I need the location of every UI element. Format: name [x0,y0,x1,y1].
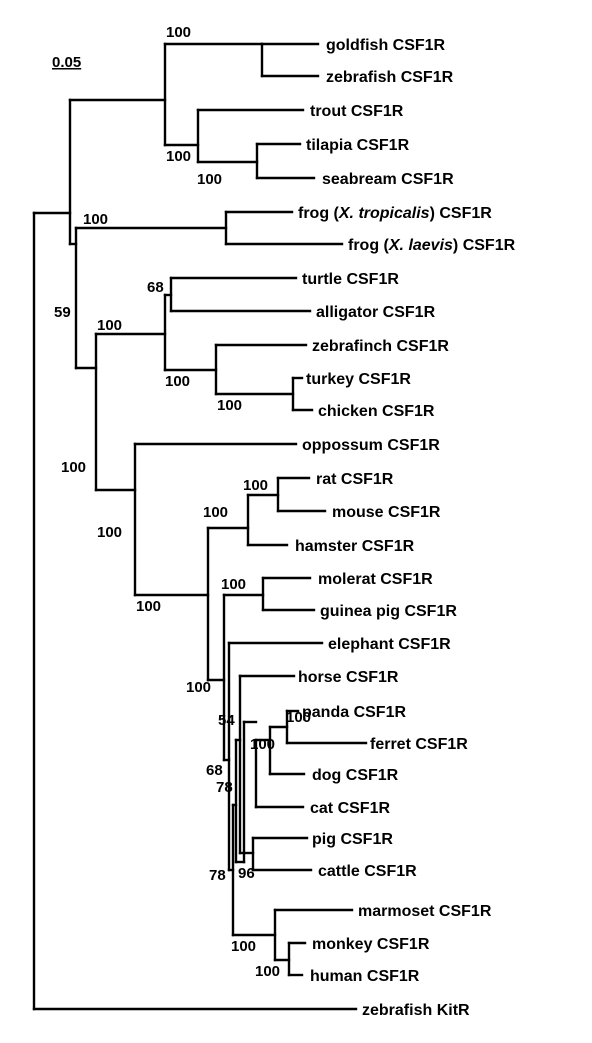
taxon-label-goldfish-text: goldfish CSF1R [326,37,446,54]
bootstrap-birds: 100 [165,373,190,390]
bootstrap-eutherian-sub: 100 [186,679,211,696]
taxon-label-turtle-text: turtle CSF1R [302,271,399,288]
taxon-label-horse: horse CSF1R [298,669,399,686]
taxon-label-turkey: turkey CSF1R [306,371,411,388]
bootstrap-labels: 100 100 100 100 59 100 68 100 100 100 100 100 100 100… [54,24,311,980]
taxon-label-horse-text: horse CSF1R [298,669,399,686]
bootstrap-mammal: 100 [97,524,122,541]
bootstrap-amniote: 100 [61,459,86,476]
taxon-label-goldfish: goldfish CSF1R [326,37,446,54]
bootstrap-laurasiatheria-b: 78 [216,779,233,796]
taxon-label-guinea-pig-text: guinea pig CSF1R [320,603,457,620]
taxon-label-chicken-text: chicken CSF1R [318,403,435,420]
taxon-label-dog: dog CSF1R [312,767,399,784]
bootstrap-pig-cattle: 96 [238,865,255,882]
taxon-label-seabream: seabream CSF1R [322,171,454,188]
taxon-label-molerat: molerat CSF1R [318,571,433,588]
bootstrap-rat-mouse: 100 [243,477,268,494]
taxon-label-dog-text: dog CSF1R [312,767,399,784]
bootstrap-panda-ferret: 100 [286,709,311,726]
bootstrap-rodent: 100 [203,504,228,521]
bootstrap-horse-carnivore: 54 [218,712,235,729]
bootstrap-frog: 100 [83,211,108,228]
taxon-label-marmoset-text: marmoset CSF1R [358,903,492,920]
bootstrap-laurasiatheria-a: 68 [206,762,223,779]
bootstrap-turtle-alligator: 68 [147,279,164,296]
taxon-label-frog-laevis-species: X. laevis [388,237,453,254]
taxon-label-cattle-text: cattle CSF1R [318,863,417,880]
taxon-label-elephant: elephant CSF1R [328,636,451,653]
bootstrap-tetrapod: 59 [54,304,71,321]
taxon-label-tilapia: tilapia CSF1R [306,137,410,154]
taxon-label-alligator-text: alligator CSF1R [316,304,436,321]
taxon-label-monkey-text: monkey CSF1R [312,936,430,953]
taxon-label-molerat-text: molerat CSF1R [318,571,433,588]
taxon-label-ferret-text: ferret CSF1R [370,736,468,753]
bootstrap-boreo: 78 [209,867,226,884]
taxon-labels: goldfish CSF1R zebrafish CSF1R trout CSF1R… [295,37,516,1019]
taxon-label-oppossum-text: oppossum CSF1R [302,437,440,454]
bootstrap-fish-clade: 100 [166,24,191,41]
taxon-label-zebrafish: zebrafish CSF1R [326,69,454,86]
taxon-label-zebrafish-kitr-text: zebrafish KitR [362,1002,470,1019]
taxon-label-pig-text: pig CSF1R [312,831,393,848]
taxon-label-rat-text: rat CSF1R [316,471,394,488]
taxon-label-alligator: alligator CSF1R [316,304,436,321]
taxon-label-cat: cat CSF1R [310,800,390,817]
taxon-label-mouse-text: mouse CSF1R [332,504,441,521]
taxon-label-chicken: chicken CSF1R [318,403,435,420]
taxon-label-tilapia-text: tilapia CSF1R [306,137,410,154]
bootstrap-primates: 100 [231,938,256,955]
bootstrap-hystricomorph: 100 [221,576,246,593]
bootstrap-carnivore-sub: 100 [250,736,275,753]
taxon-label-trout-text: trout CSF1R [310,103,404,120]
taxon-label-frog-tropicalis-suffix: ) CSF1R [430,205,493,222]
taxon-label-zebrafish-kitr: zebrafish KitR [362,1002,470,1019]
taxon-label-seabream-text: seabream CSF1R [322,171,454,188]
bootstrap-eutherian: 100 [136,598,161,615]
tree-branches [32,42,368,1011]
taxon-label-cat-text: cat CSF1R [310,800,390,817]
taxon-label-human: human CSF1R [310,968,420,985]
taxon-label-hamster-text: hamster CSF1R [295,538,415,555]
taxon-label-monkey: monkey CSF1R [312,936,430,953]
taxon-label-cattle: cattle CSF1R [318,863,417,880]
taxon-label-rat: rat CSF1R [316,471,394,488]
taxon-label-hamster: hamster CSF1R [295,538,415,555]
taxon-label-human-text: human CSF1R [310,968,420,985]
bootstrap-trout-perciform: 100 [166,148,191,165]
taxon-label-trout: trout CSF1R [310,103,404,120]
bootstrap-galliform: 100 [217,397,242,414]
taxon-label-zebrafish-text: zebrafish CSF1R [326,69,454,86]
taxon-label-frog-laevis: frog (X. laevis) CSF1R [348,237,516,254]
taxon-label-frog-tropicalis-species: X. tropicalis [338,205,430,222]
taxon-label-guinea-pig: guinea pig CSF1R [320,603,457,620]
taxon-label-zebrafinch: zebrafinch CSF1R [312,338,449,355]
taxon-label-marmoset: marmoset CSF1R [358,903,492,920]
taxon-label-mouse: mouse CSF1R [332,504,441,521]
bootstrap-reptile-bird: 100 [97,317,122,334]
scale-bar-label: 0.05 [52,54,81,71]
taxon-label-ferret: ferret CSF1R [370,736,468,753]
taxon-label-panda-text: panda CSF1R [302,704,406,721]
bootstrap-perciform: 100 [197,171,222,188]
taxon-label-frog-tropicalis: frog (X. tropicalis) CSF1R [298,205,492,222]
taxon-label-zebrafinch-text: zebrafinch CSF1R [312,338,449,355]
taxon-label-frog-tropicalis-text: frog ( [298,205,340,222]
taxon-label-panda: panda CSF1R [302,704,406,721]
taxon-label-turkey-text: turkey CSF1R [306,371,411,388]
taxon-label-turtle: turtle CSF1R [302,271,399,288]
bootstrap-old-world: 100 [255,963,280,980]
taxon-label-frog-laevis-suffix: ) CSF1R [453,237,516,254]
taxon-label-elephant-text: elephant CSF1R [328,636,451,653]
taxon-label-pig: pig CSF1R [312,831,393,848]
taxon-label-frog-laevis-text: frog ( [348,237,390,254]
taxon-label-oppossum: oppossum CSF1R [302,437,440,454]
